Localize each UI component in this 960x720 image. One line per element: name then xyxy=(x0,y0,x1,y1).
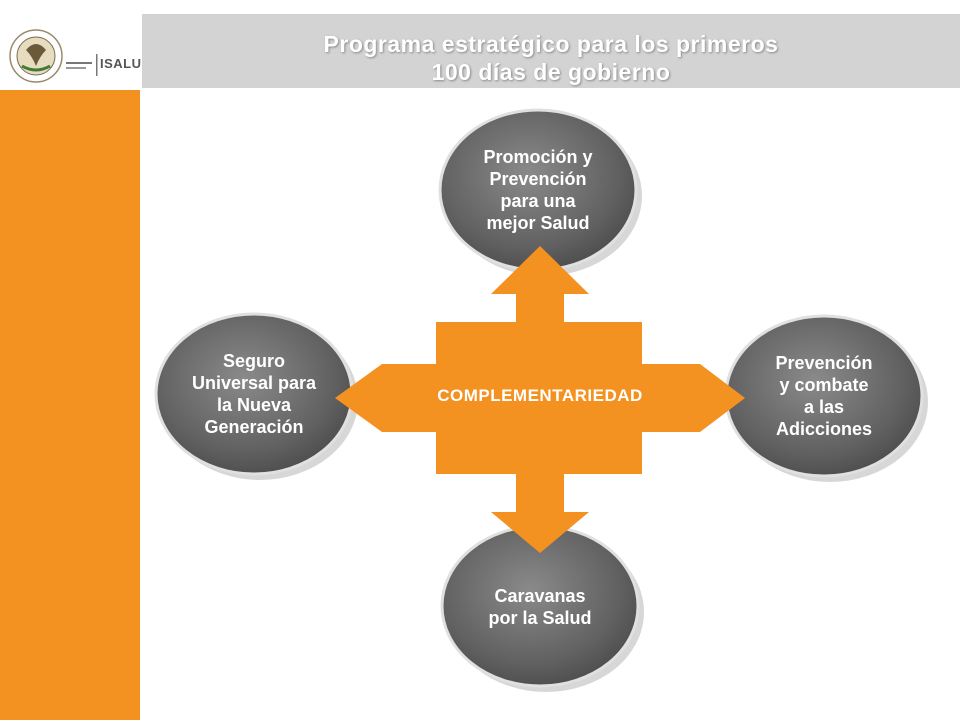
title-line-2: 100 días de gobierno xyxy=(431,59,671,85)
coat-of-arms-icon xyxy=(9,29,98,83)
title-line-1: Programa estratégico para los primeros xyxy=(323,31,779,57)
left-orange-sidebar xyxy=(0,0,140,720)
node-right-label: Prevención y combate a las Adicciones xyxy=(775,353,873,439)
brand-logo-text: ISALUD xyxy=(100,56,152,71)
logo-area: ISALUD xyxy=(0,0,151,90)
node-left-label: Seguro Universal para la Nueva Generació… xyxy=(191,351,317,437)
center-label: COMPLEMENTARIEDAD xyxy=(437,386,643,405)
node-top-label: Promoción y Prevención para una mejor Sa… xyxy=(483,147,593,233)
title-bar xyxy=(142,14,960,88)
page-title: Programa estratégico para los primeros 1… xyxy=(142,30,960,86)
complementariedad-arrows xyxy=(335,246,745,553)
node-bottom-label: Caravanas por la Salud xyxy=(488,586,592,628)
